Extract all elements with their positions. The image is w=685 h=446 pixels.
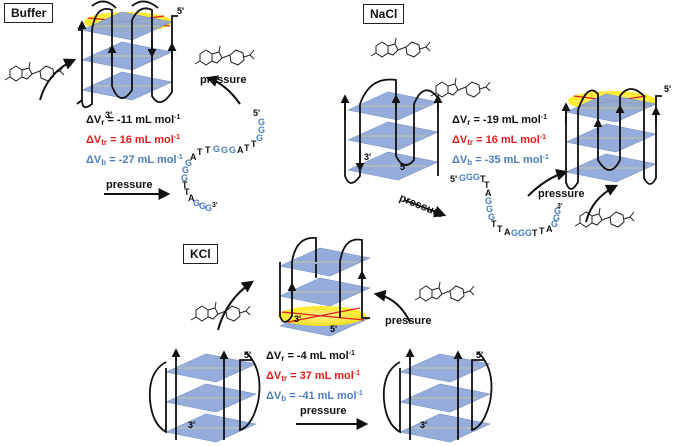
svg-text:G: G <box>185 158 192 168</box>
svg-text:G: G <box>229 145 236 155</box>
svg-text:T: T <box>532 228 538 238</box>
kcl-label: KCl <box>183 244 218 264</box>
kcl-panel: 3' 5' 5' 3' 5' 3' <box>148 237 493 443</box>
buffer-pressure-label-top: pressure <box>200 74 247 86</box>
svg-text:G: G <box>488 212 495 222</box>
buffer-pressure-label-bottom: pressure <box>106 179 153 191</box>
nacl-volume-values: ΔVr = -19 mL mol-1 ΔVtr = 16 mL mol-1 ΔV… <box>452 114 549 167</box>
svg-text:G: G <box>486 204 493 214</box>
svg-text:A: A <box>504 227 511 237</box>
buffer-binding-arrow <box>39 58 77 101</box>
svg-text:3': 3' <box>557 203 563 210</box>
buffer-volume-values: ΔVr = -11 mL mol-1 ΔVtr = 16 mL mol-1 ΔV… <box>86 114 183 167</box>
nacl-ligand-icon-2 <box>430 77 491 98</box>
buffer-three-prime: 3' <box>105 110 112 120</box>
buffer-unfolded-strand: 5' G G G T T A G G G T T A G G G T T A G… <box>181 108 265 213</box>
svg-text:G: G <box>485 196 492 206</box>
kcl-right-three-prime: 3' <box>420 420 427 430</box>
svg-text:T: T <box>539 226 545 236</box>
svg-text:G: G <box>473 172 480 182</box>
svg-text:G: G <box>518 228 525 238</box>
kcl-left-three-prime: 3' <box>188 420 195 430</box>
svg-text:G: G <box>553 213 560 223</box>
nacl-bound-quadruplex <box>561 88 662 190</box>
kcl-ligand-icon-right <box>414 281 475 302</box>
svg-text:G: G <box>511 228 518 238</box>
svg-text:G: G <box>551 219 558 229</box>
buffer-panel: 5' 3' 5' G G G T T A G G G T T A G G G T… <box>4 0 265 213</box>
kcl-binding-arrow <box>217 280 254 331</box>
kcl-left-five-prime: 5' <box>244 350 251 360</box>
kcl-right-five-prime: 5' <box>476 350 483 360</box>
kcl-right-quadruplex <box>382 348 493 443</box>
svg-text:G: G <box>199 201 206 211</box>
kcl-left-quadruplex <box>148 348 261 443</box>
kcl-volume-values: ΔVr = -4 mL mol-1 ΔVtr = 37 mL mol-1 ΔVb… <box>266 350 363 403</box>
buffer-quadruplex <box>76 0 178 109</box>
svg-text:G: G <box>258 117 265 127</box>
svg-text:3': 3' <box>212 202 218 209</box>
buffer-label: Buffer <box>4 3 54 23</box>
nacl-ligand-icon-3 <box>574 207 635 228</box>
buffer-free-ligand-icon <box>194 45 255 66</box>
kcl-pressure-arrow-up <box>373 289 411 323</box>
svg-text:G: G <box>525 228 532 238</box>
svg-text:G: G <box>221 145 228 155</box>
svg-text:T: T <box>484 180 490 190</box>
svg-text:G: G <box>258 125 265 135</box>
nacl-pressure-label-right: pressure <box>538 188 585 200</box>
kcl-ligand-icon-left <box>190 301 251 322</box>
svg-text:G: G <box>554 206 561 216</box>
svg-text:G: G <box>459 173 466 183</box>
nacl-pressure-arrow-2 <box>527 169 569 197</box>
svg-text:G: G <box>466 172 473 182</box>
kcl-bound-quadruplex <box>278 237 371 337</box>
svg-text:T: T <box>497 224 503 234</box>
svg-text:T: T <box>244 143 250 153</box>
svg-text:T: T <box>197 147 203 157</box>
nacl-label: NaCl <box>363 4 405 24</box>
kcl-pressure-label-top: pressure <box>385 315 432 327</box>
svg-text:A: A <box>485 188 492 198</box>
svg-text:T: T <box>182 180 188 190</box>
svg-text:G: G <box>193 198 200 208</box>
nacl-five-prime-left: 5' <box>400 162 407 172</box>
svg-text:T: T <box>184 187 190 197</box>
buffer-ligand-icon <box>4 61 65 82</box>
svg-text:T: T <box>480 174 486 184</box>
svg-text:G: G <box>256 133 263 143</box>
buffer-pressure-arrow-up <box>205 75 241 105</box>
svg-text:A: A <box>190 152 197 162</box>
svg-text:T: T <box>491 219 497 229</box>
svg-text:5': 5' <box>253 108 260 118</box>
nacl-ligand-icon-1 <box>370 37 431 58</box>
nacl-binding-arrow <box>585 184 619 223</box>
svg-text:G: G <box>213 144 220 154</box>
kcl-pressure-label-bottom: pressure <box>300 405 347 417</box>
svg-text:G: G <box>181 173 188 183</box>
nacl-antiparallel-quadruplex <box>340 78 443 184</box>
nacl-unfolded-strand: 5' G G G T T A G G G T T A G G G T T A G… <box>450 172 563 238</box>
nacl-panel: 3' 5' 5' 5' G G G T T A G G <box>340 37 671 238</box>
nacl-five-prime-right: 5' <box>664 84 671 94</box>
svg-text:G: G <box>205 203 212 213</box>
svg-text:A: A <box>546 224 553 234</box>
buffer-five-prime: 5' <box>177 6 184 16</box>
nacl-pressure-arrow-1 <box>403 199 447 218</box>
svg-text:G: G <box>182 165 189 175</box>
svg-text:T: T <box>251 139 257 149</box>
svg-text:5': 5' <box>450 174 457 184</box>
kcl-bound-five-prime: 5' <box>330 324 337 334</box>
nacl-three-prime: 3' <box>364 152 371 162</box>
kcl-bound-three-prime: 3' <box>294 314 301 324</box>
svg-text:A: A <box>188 193 195 203</box>
svg-text:A: A <box>237 145 244 155</box>
svg-text:T: T <box>205 145 211 155</box>
